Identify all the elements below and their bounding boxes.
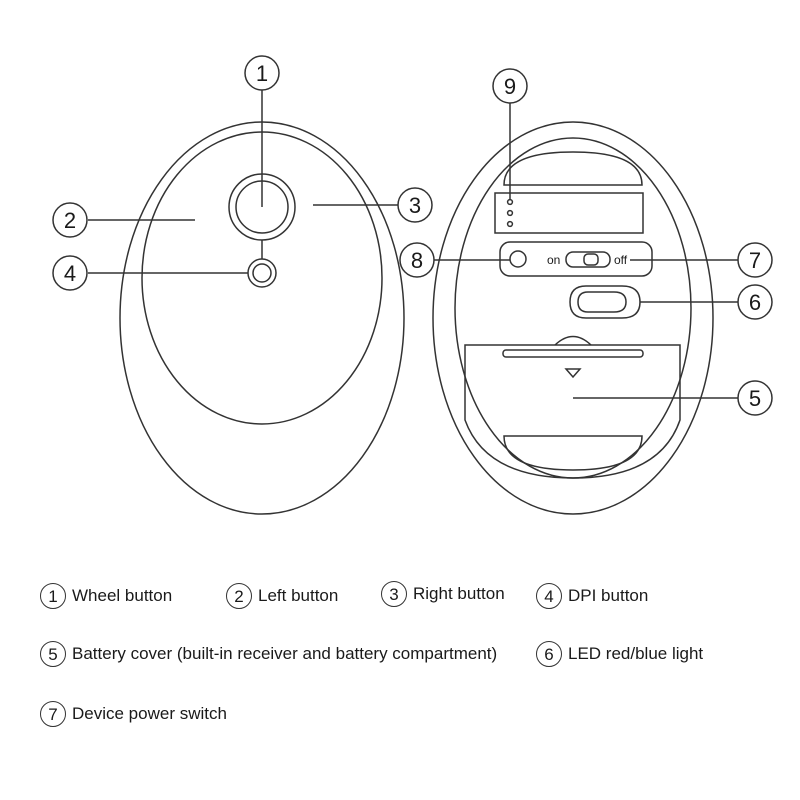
sensor-window: [569, 285, 641, 319]
callout-7-circle: [737, 242, 773, 278]
callout-3: 3: [409, 193, 421, 218]
top-glide-pad: [503, 151, 643, 186]
callout-1: 1: [256, 61, 268, 86]
legend-number: 4: [536, 583, 562, 609]
legend-label: Battery cover (built-in receiver and bat…: [72, 644, 498, 663]
legend-number: 1: [40, 583, 66, 609]
led-light: [577, 291, 627, 313]
mouse-diagram: 1 2 3 4 5 6 7 8 9 on off: [52, 55, 773, 515]
callout-9-circle: [492, 68, 528, 104]
indicator-dot-2: [506, 209, 514, 217]
power-switch: [565, 251, 611, 268]
legend-item-wheel-button: 1 Wheel button: [40, 583, 172, 609]
callout-2: 2: [64, 208, 76, 233]
switch-panel: [499, 241, 653, 277]
legend-item-power-switch: 7 Device power switch: [40, 701, 227, 727]
switch-on-label: on: [547, 253, 560, 267]
legend-label: LED red/blue light: [568, 644, 704, 663]
legend-number: 2: [226, 583, 252, 609]
callout-3-circle: [397, 187, 433, 223]
legend-item-dpi-button: 4 DPI button: [536, 583, 648, 609]
legend-item-led-light: 6 LED red/blue light: [536, 641, 703, 667]
legend-label: Right button: [413, 584, 505, 603]
callout-6-circle: [737, 284, 773, 320]
bottom-glide-pad: [503, 435, 643, 471]
callout-2-circle: [52, 202, 88, 238]
label-area: [494, 192, 644, 234]
legend-item-left-button: 2 Left button: [226, 583, 338, 609]
callout-6: 6: [749, 290, 761, 315]
legend-item-right-button: 3 Right button: [381, 581, 505, 607]
legend-number: 5: [40, 641, 66, 667]
dpi-button: [247, 258, 277, 288]
legend-label: Device power switch: [72, 704, 227, 723]
dpi-button-inner: [252, 263, 272, 283]
indicator-dot-3: [506, 220, 514, 228]
callout-5-circle: [737, 380, 773, 416]
indicator-dot-1: [506, 198, 514, 206]
callout-4-circle: [52, 255, 88, 291]
callout-4: 4: [64, 261, 76, 286]
legend-label: Left button: [258, 586, 339, 605]
power-indicator: [509, 250, 527, 268]
callout-7: 7: [749, 248, 761, 273]
callout-9: 9: [504, 74, 516, 99]
cover-slot: [502, 349, 644, 358]
legend-number: 6: [536, 641, 562, 667]
mouse-bottom-body: [432, 121, 714, 515]
cover-arrow: [564, 368, 582, 379]
switch-off-label: off: [614, 253, 628, 267]
legend-number: 7: [40, 701, 66, 727]
mouse-bottom-inner: [454, 137, 692, 479]
legend-label: DPI button: [568, 586, 649, 605]
power-switch-knob: [583, 253, 599, 266]
callout-8-circle: [399, 242, 435, 278]
callout-1-circle: [244, 55, 280, 91]
battery-cover: [464, 344, 681, 479]
cover-notch: [554, 335, 592, 346]
callout-8: 8: [411, 248, 423, 273]
callout-5: 5: [749, 386, 761, 411]
legend-item-battery-cover: 5 Battery cover (built-in receiver and b…: [40, 641, 497, 667]
legend-label: Wheel button: [72, 586, 173, 605]
legend-number: 3: [381, 581, 407, 607]
